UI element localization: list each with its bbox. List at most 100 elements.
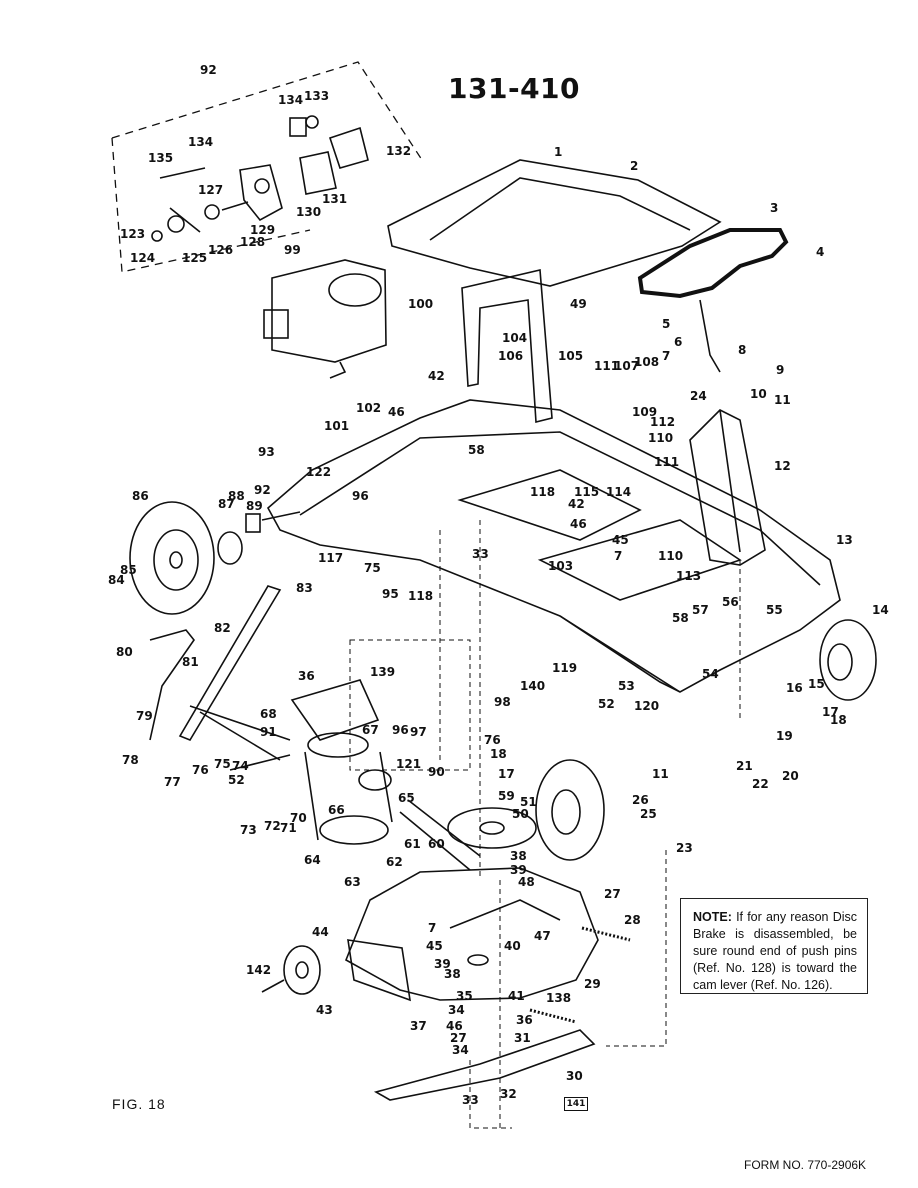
part-label-96: 96 <box>352 489 369 503</box>
part-label-74: 74 <box>232 759 249 773</box>
part-label-4: 4 <box>816 245 824 259</box>
part-label-1: 1 <box>554 145 562 159</box>
part-label-89: 89 <box>246 499 263 513</box>
part-label-58b: 58 <box>672 611 689 625</box>
part-label-34b: 34 <box>452 1043 469 1057</box>
part-label-31: 31 <box>514 1031 531 1045</box>
part-label-22: 22 <box>752 777 769 791</box>
part-label-95: 95 <box>382 587 399 601</box>
part-label-18b: 18 <box>490 747 507 761</box>
part-label-67: 67 <box>362 723 379 737</box>
figure-label: FIG. 18 <box>112 1096 166 1112</box>
part-label-51: 51 <box>520 795 537 809</box>
part-label-34: 34 <box>448 1003 465 1017</box>
part-label-28: 28 <box>624 913 641 927</box>
part-label-75: 75 <box>364 561 381 575</box>
part-label-71: 71 <box>280 821 297 835</box>
part-label-61: 61 <box>404 837 421 851</box>
part-label-42: 42 <box>428 369 445 383</box>
steering-shaft <box>699 299 721 373</box>
part-label-99: 99 <box>284 243 301 257</box>
engine <box>263 259 387 379</box>
part-label-122: 122 <box>306 465 331 479</box>
part-label-20: 20 <box>782 769 799 783</box>
part-label-118: 118 <box>408 589 433 603</box>
part-label-133: 133 <box>304 89 329 103</box>
rear-wheel-left <box>129 501 215 615</box>
part-label-52: 52 <box>598 697 615 711</box>
mower-deck <box>344 867 599 1002</box>
part-label-30: 30 <box>566 1069 583 1083</box>
part-label-127: 127 <box>198 183 223 197</box>
part-label-17: 17 <box>822 705 839 719</box>
levers <box>149 585 291 771</box>
part-label-37: 37 <box>410 1019 427 1033</box>
part-label-81: 81 <box>182 655 199 669</box>
part-label-65: 65 <box>398 791 415 805</box>
part-label-132: 132 <box>386 144 411 158</box>
part-label-26: 26 <box>632 793 649 807</box>
part-label-19: 19 <box>776 729 793 743</box>
part-label-120: 120 <box>634 699 659 713</box>
part-label-97: 97 <box>410 725 427 739</box>
ref-box-141: 141 <box>564 1097 588 1111</box>
spring-28 <box>581 926 631 942</box>
part-label-36: 36 <box>298 669 315 683</box>
part-label-126: 126 <box>208 243 233 257</box>
part-label-112: 112 <box>650 415 675 429</box>
spring-138 <box>529 1008 577 1024</box>
part-label-121: 121 <box>396 757 421 771</box>
part-label-46b: 46 <box>570 517 587 531</box>
part-label-53: 53 <box>618 679 635 693</box>
part-label-115: 115 <box>574 485 599 499</box>
part-label-124: 124 <box>130 251 155 265</box>
part-label-108: 108 <box>634 355 659 369</box>
part-label-32: 32 <box>500 1087 517 1101</box>
part-label-7c: 7 <box>428 921 436 935</box>
part-label-79: 79 <box>136 709 153 723</box>
part-label-63: 63 <box>344 875 361 889</box>
part-label-64: 64 <box>304 853 321 867</box>
part-label-41: 41 <box>508 989 525 1003</box>
part-label-21: 21 <box>736 759 753 773</box>
form-number: FORM NO. 770-2906K <box>744 1158 867 1172</box>
part-label-140: 140 <box>520 679 545 693</box>
part-label-35: 35 <box>456 989 473 1003</box>
part-label-36b: 36 <box>516 1013 533 1027</box>
model-number-title: 131-410 <box>448 72 581 105</box>
part-label-59: 59 <box>498 789 515 803</box>
part-label-13: 13 <box>836 533 853 547</box>
part-label-17b: 17 <box>498 767 515 781</box>
front-wheel-left <box>535 759 605 861</box>
part-label-33: 33 <box>472 547 489 561</box>
part-label-62: 62 <box>386 855 403 869</box>
disc-brake-inset <box>111 61 423 273</box>
part-label-130: 130 <box>296 205 321 219</box>
part-label-55: 55 <box>766 603 783 617</box>
part-label-44: 44 <box>312 925 329 939</box>
part-label-60: 60 <box>428 837 445 851</box>
part-label-82: 82 <box>214 621 231 635</box>
part-label-101: 101 <box>324 419 349 433</box>
part-label-88: 88 <box>228 489 245 503</box>
part-label-83: 83 <box>296 581 313 595</box>
part-label-102: 102 <box>356 401 381 415</box>
part-label-70: 70 <box>290 811 307 825</box>
part-label-14: 14 <box>872 603 889 617</box>
part-label-15: 15 <box>808 677 825 691</box>
part-label-23: 23 <box>676 841 693 855</box>
part-label-38: 38 <box>510 849 527 863</box>
part-label-128: 128 <box>240 235 265 249</box>
part-label-134: 134 <box>278 93 303 107</box>
part-label-87: 87 <box>218 497 235 511</box>
part-label-7b: 7 <box>614 549 622 563</box>
part-label-11b: 11 <box>652 767 669 781</box>
part-label-92: 92 <box>254 483 271 497</box>
part-label-38b: 38 <box>444 967 461 981</box>
part-label-7: 7 <box>662 349 670 363</box>
steering-column <box>689 409 766 566</box>
part-label-5: 5 <box>662 317 670 331</box>
part-label-114: 114 <box>606 485 631 499</box>
part-label-110b: 110 <box>658 549 683 563</box>
part-label-46c: 46 <box>446 1019 463 1033</box>
